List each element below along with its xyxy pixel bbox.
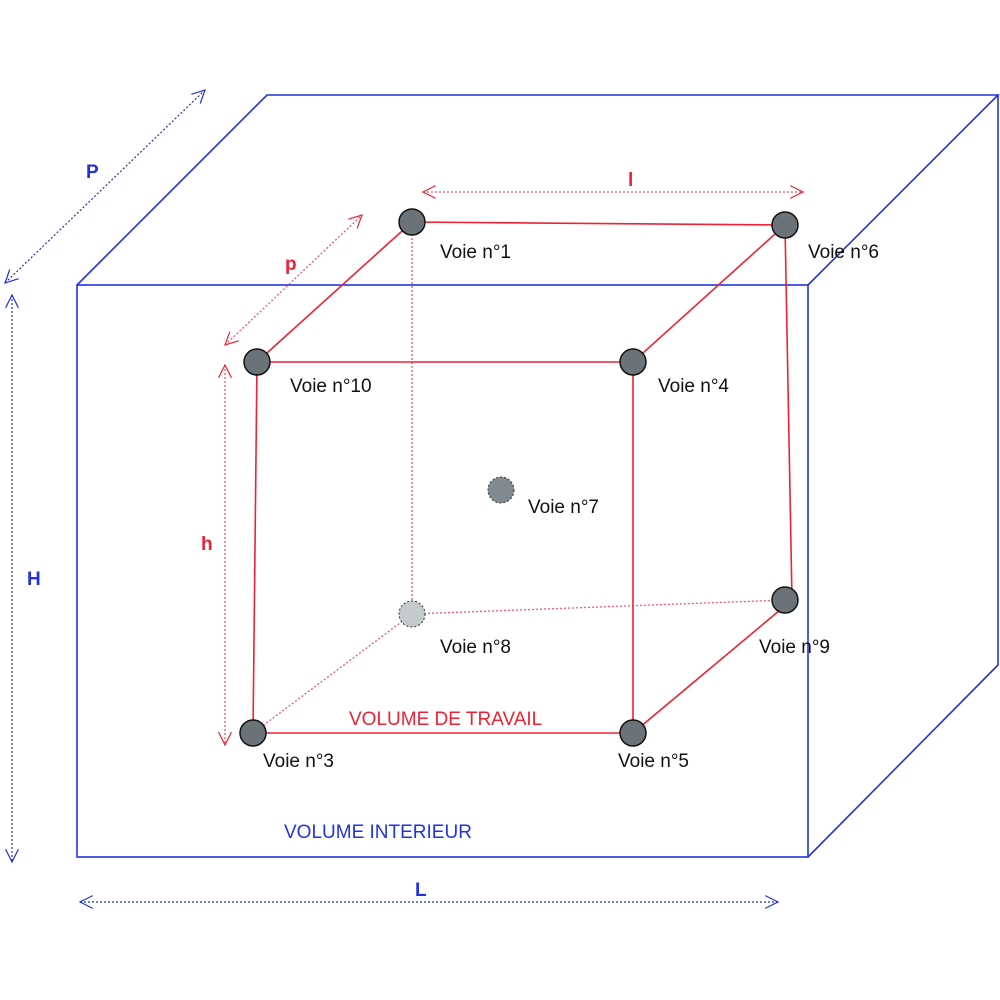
- dimension-H-label: H: [27, 569, 41, 590]
- work-front-face: [252, 361, 634, 734]
- point-voie-4: [619, 348, 647, 376]
- label-voie-8: Voie n°8: [440, 637, 511, 658]
- dimension-l-label: l: [628, 170, 633, 191]
- label-voie-1: Voie n°1: [440, 242, 511, 263]
- dimension-P-label: P: [86, 162, 99, 183]
- dimension-L-label: L: [415, 880, 427, 901]
- label-voie-5: Voie n°5: [618, 751, 689, 772]
- label-voie-10: Voie n°10: [290, 376, 372, 397]
- work-volume: [252, 221, 793, 734]
- point-voie-8: [398, 600, 426, 628]
- outer-front-face: [76, 284, 809, 858]
- point-voie-5: [619, 719, 647, 747]
- outer-volume: [76, 94, 1000, 858]
- label-voie-6: Voie n°6: [808, 242, 879, 263]
- dimension-h-label: h: [201, 534, 213, 555]
- point-voie-10: [243, 348, 271, 376]
- dimension-p-arrow: [224, 214, 363, 346]
- point-voie-1: [398, 208, 426, 236]
- dimension-p-label: p: [285, 254, 297, 275]
- work-edge: [632, 224, 786, 363]
- point-voie-9: [771, 586, 799, 614]
- work-edges: [256, 221, 793, 734]
- point-voie-7: [487, 476, 515, 504]
- label-voie-9: Voie n°9: [759, 637, 830, 658]
- inner-volume-title: VOLUME INTERIEUR: [284, 822, 472, 843]
- hidden-edge: [411, 599, 786, 615]
- label-voie-3: Voie n°3: [263, 751, 334, 772]
- point-voie-6: [771, 211, 799, 239]
- outer-right-face: [807, 95, 999, 858]
- hidden-edge: [252, 613, 413, 734]
- work-volume-title: VOLUME DE TRAVAIL: [349, 709, 542, 730]
- label-voie-4: Voie n°4: [658, 376, 729, 397]
- point-voie-3: [239, 719, 267, 747]
- label-voie-7: Voie n°7: [528, 497, 599, 518]
